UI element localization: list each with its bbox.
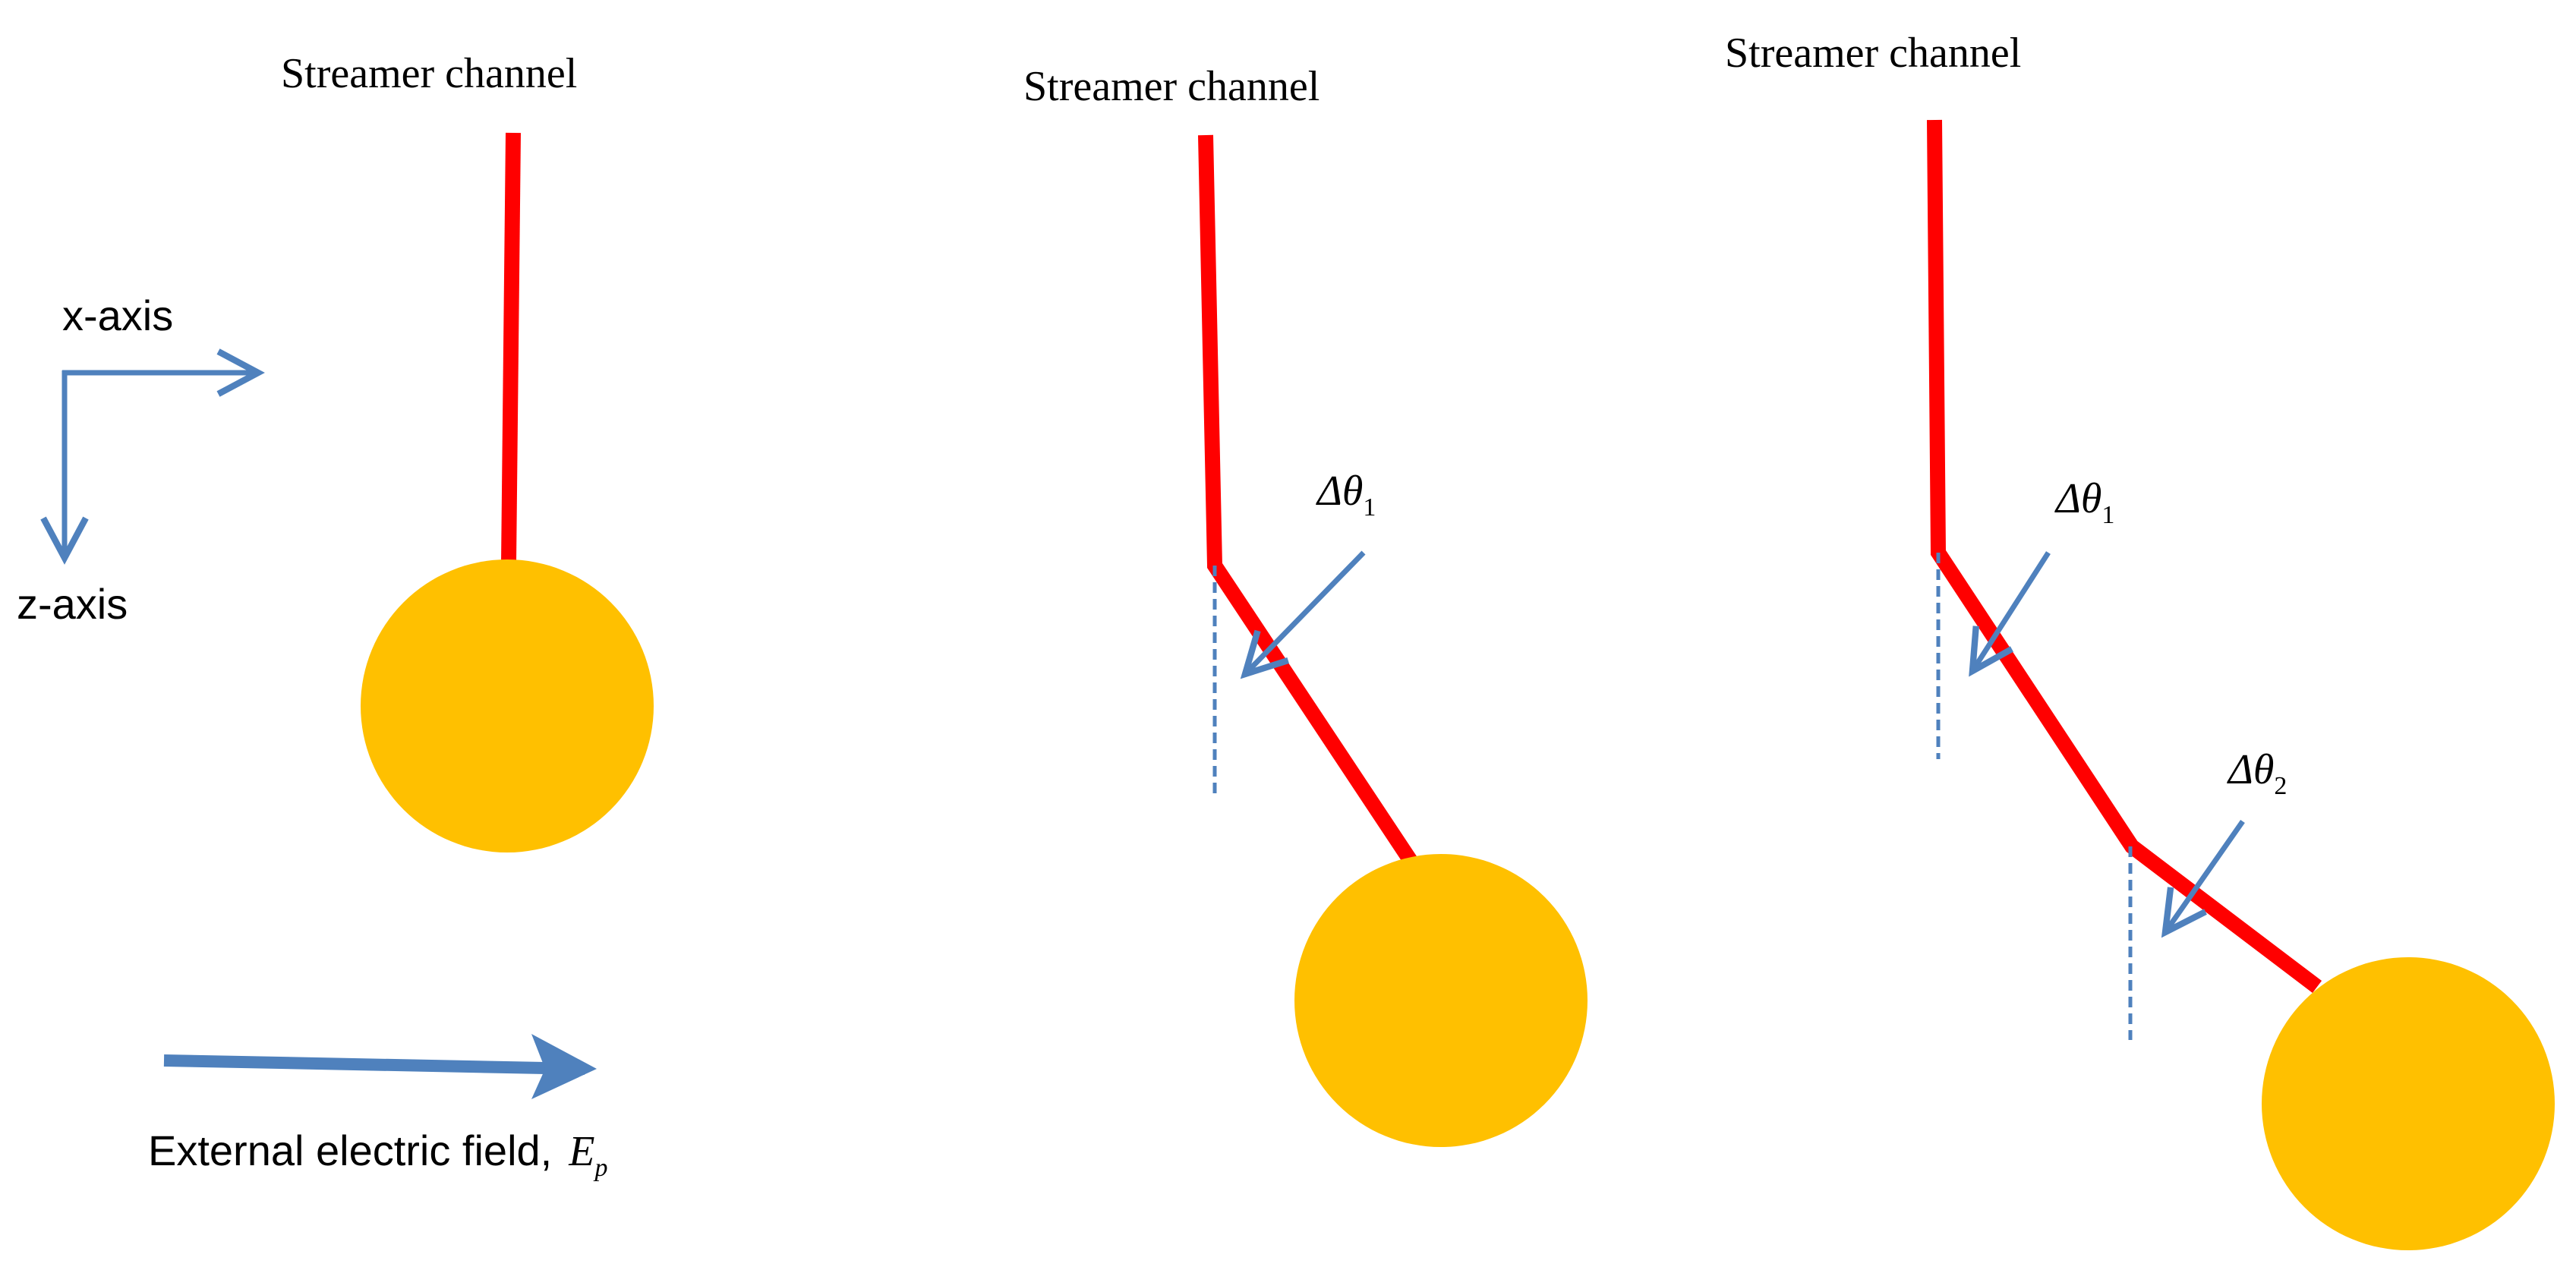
panel-3: Streamer channel Δθ1 Δθ2 (1725, 30, 2555, 1250)
panel-2-title: Streamer channel (1023, 63, 1320, 110)
panel-2-streamer-head (1294, 854, 1588, 1147)
z-axis-label: z-axis (17, 580, 128, 628)
panel-1-title: Streamer channel (281, 50, 577, 97)
panel-2-angle-1-label: Δθ1 (1316, 468, 1376, 522)
external-field-label: External electric field,Ep (148, 1127, 607, 1182)
panel-2: Streamer channel Δθ1 (1023, 63, 1588, 1147)
panel-3-streamer-head (2262, 957, 2555, 1250)
panel-3-title: Streamer channel (1725, 30, 2021, 77)
panel-3-angle-2-pointer (2161, 819, 2245, 938)
panel-1-streamer-channel (501, 132, 521, 564)
panel-3-angle-1-pointer (1969, 551, 2051, 677)
field-symbol: E (568, 1128, 594, 1175)
external-field-indicator: External electric field,Ep (148, 1034, 607, 1182)
panel-3-angle-2-label: Δθ2 (2227, 746, 2287, 800)
axes-indicator: x-axis z-axis (17, 292, 265, 628)
panel-3-angle-1-label: Δθ1 (2054, 475, 2114, 529)
field-subscript: p (593, 1154, 607, 1182)
panel-1: Streamer channel x-axis z-axis External … (17, 50, 654, 1182)
external-field-arrowhead (531, 1034, 597, 1099)
panel-3-streamer-channel (1927, 119, 2322, 993)
external-field-arrow (163, 1054, 585, 1075)
panel-2-streamer-channel (1198, 134, 1417, 865)
x-axis-label: x-axis (62, 292, 173, 339)
panel-2-angle-1-pointer (1240, 550, 1366, 679)
panel-1-streamer-head (361, 559, 654, 852)
